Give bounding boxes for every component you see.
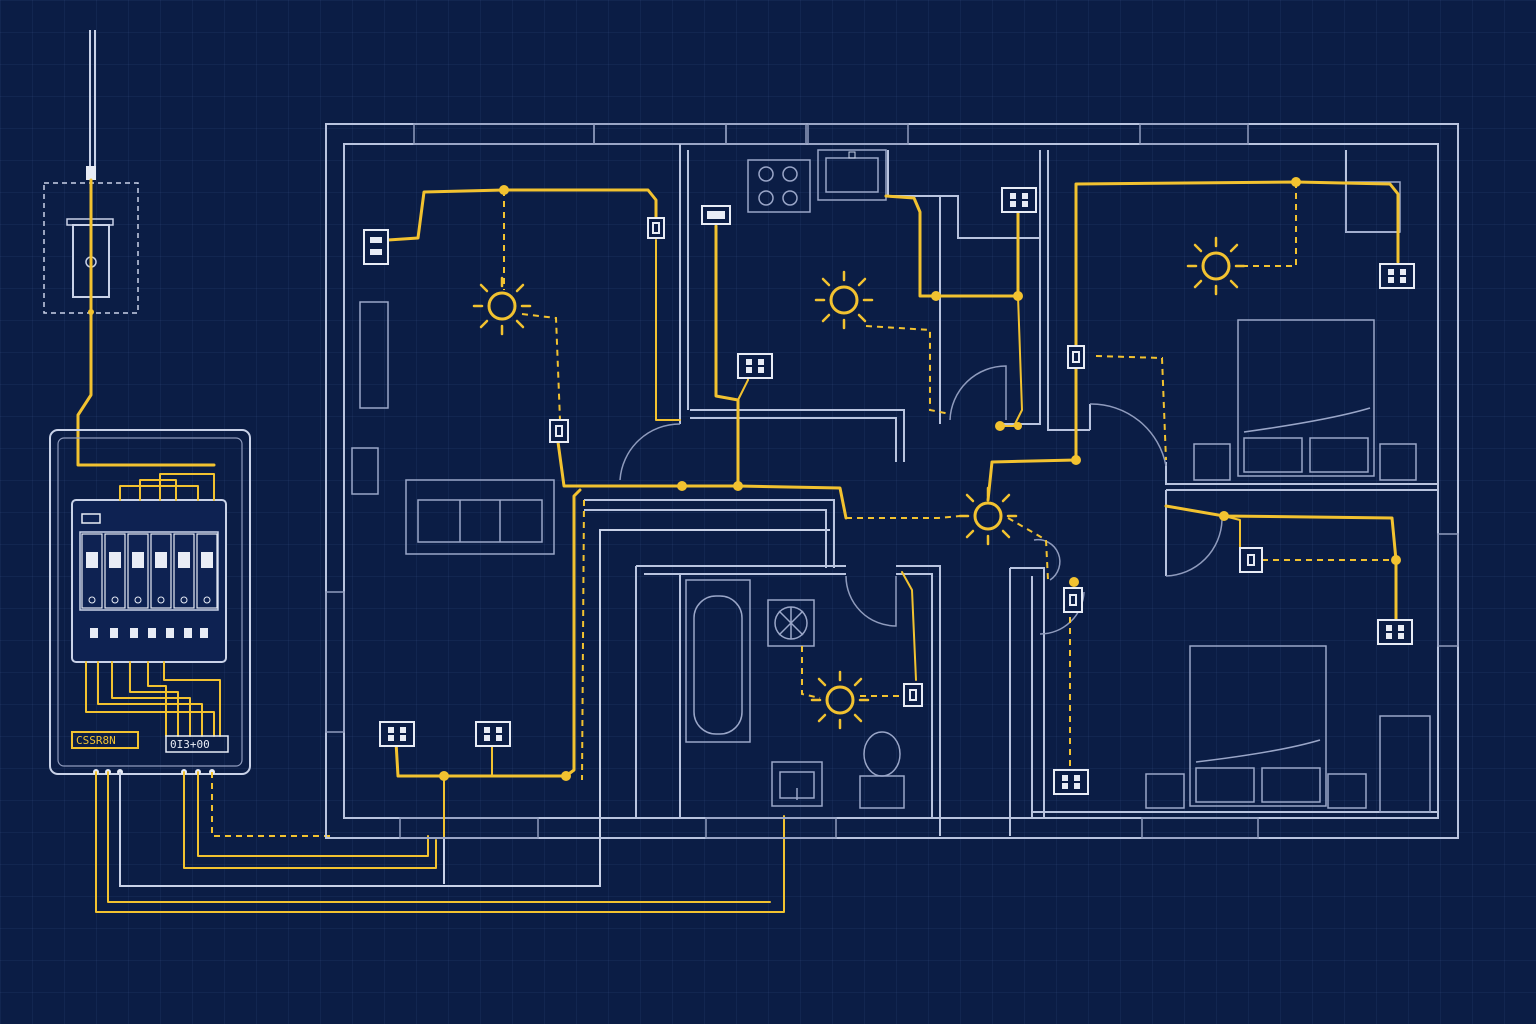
wardrobe: [1345, 181, 1401, 233]
fan-icon: [767, 599, 815, 647]
switch-icon[interactable]: [1063, 587, 1083, 613]
switch-icon[interactable]: [647, 217, 665, 239]
light-fixture-icon: [1186, 236, 1246, 296]
bed-1: [1237, 319, 1375, 477]
cooktop: [747, 159, 811, 213]
branch-circuits: [386, 177, 1401, 837]
outlet-icon[interactable]: [737, 353, 773, 379]
nightstand: [1327, 773, 1367, 809]
sofa: [405, 479, 555, 555]
switch-icon[interactable]: [549, 419, 569, 443]
outlet-icon[interactable]: [1001, 187, 1037, 213]
tv-unit: [359, 301, 389, 409]
switch-icon[interactable]: [1239, 547, 1263, 573]
light-fixture-icon: [814, 270, 874, 330]
outlet-icon[interactable]: [701, 205, 731, 225]
light-fixture-icon: [472, 276, 532, 336]
panel-enclosure: [49, 429, 251, 775]
nightstand: [1193, 443, 1231, 481]
panel-label-left: [71, 731, 139, 749]
light-fixture-icon: [810, 670, 870, 730]
nightstand: [1379, 443, 1417, 481]
switches: [549, 217, 1263, 707]
nightstand: [1145, 773, 1185, 809]
outlet-icon[interactable]: [363, 229, 389, 265]
breaker-icon[interactable]: [196, 533, 218, 609]
outlet-icon[interactable]: [1379, 263, 1415, 289]
light-fixture-icon: [958, 486, 1018, 546]
outlet-icon[interactable]: [1377, 619, 1413, 645]
outlet-icon[interactable]: [475, 721, 511, 747]
light-fixtures: [472, 236, 1246, 730]
switch-icon[interactable]: [903, 683, 923, 707]
switch-icon[interactable]: [1067, 345, 1085, 369]
service-entry: [43, 30, 216, 467]
furniture: [351, 149, 1431, 813]
kitchen-sink: [817, 149, 887, 201]
panel-label-right-text: 0I3+00: [170, 738, 210, 751]
toilet: [859, 731, 905, 809]
wardrobe: [1379, 715, 1431, 813]
panel-label-left-text: CSSR8N: [76, 734, 116, 747]
side-cabinet: [351, 447, 379, 495]
bed-2: [1189, 645, 1327, 807]
home-run-wires: [95, 529, 830, 913]
bathroom-sink: [771, 761, 823, 807]
service-entry-cap: [86, 166, 96, 180]
electrical-panel: CSSR8N 0I3+00: [49, 429, 251, 775]
outlets: [363, 187, 1415, 795]
breaker-icon[interactable]: [127, 533, 149, 609]
outlet-icon[interactable]: [1053, 769, 1089, 795]
breaker-icon[interactable]: [173, 533, 195, 609]
breaker-row: [79, 531, 219, 611]
breaker-icon[interactable]: [104, 533, 126, 609]
bathtub: [685, 579, 751, 743]
panel-label-right: [165, 735, 229, 753]
breaker-icon[interactable]: [150, 533, 172, 609]
breaker-icon[interactable]: [81, 533, 103, 609]
outlet-icon[interactable]: [379, 721, 415, 747]
